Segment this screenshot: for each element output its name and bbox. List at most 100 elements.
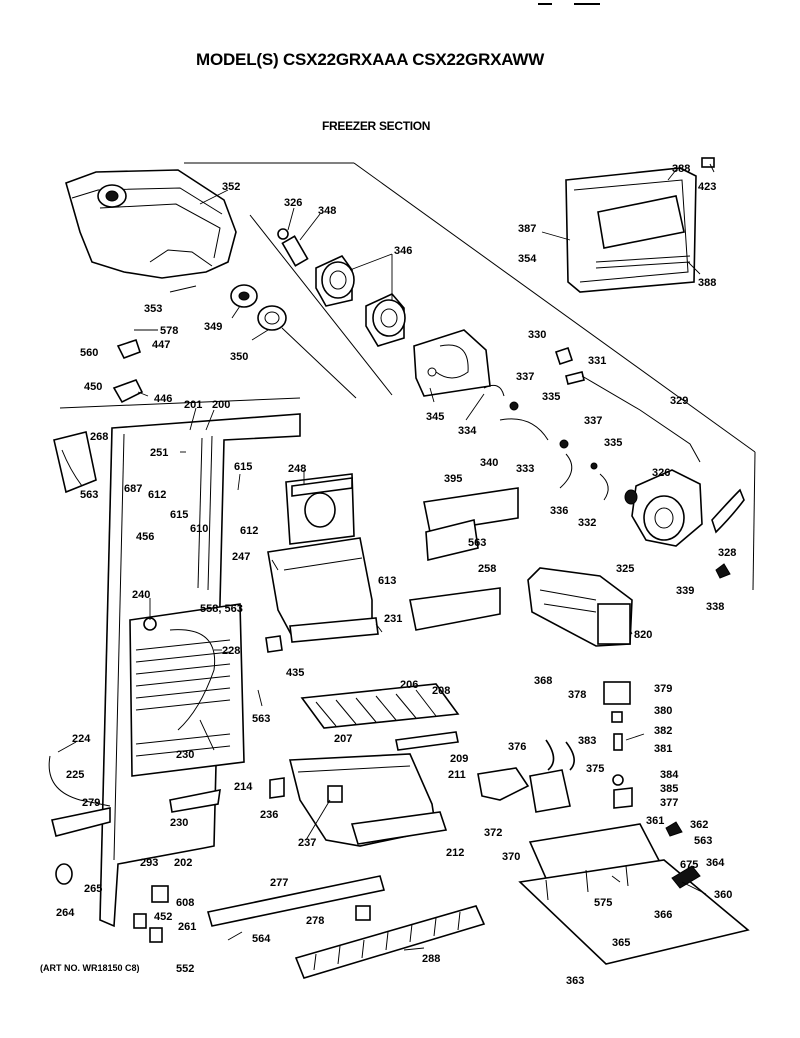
callout-330: 330 bbox=[528, 329, 546, 341]
ice-bucket-part bbox=[65, 169, 237, 279]
callout-379: 379 bbox=[654, 683, 672, 695]
callout-206: 206 bbox=[400, 679, 418, 691]
wire-shelf-part bbox=[300, 683, 460, 751]
callout-212: 212 bbox=[446, 847, 464, 859]
callout-395: 395 bbox=[444, 473, 462, 485]
callout-564: 564 bbox=[252, 933, 271, 945]
callout-225: 225 bbox=[66, 769, 84, 781]
callout-552: 552 bbox=[176, 963, 194, 975]
callout-456: 456 bbox=[136, 531, 154, 543]
callout-423: 423 bbox=[698, 181, 716, 193]
callout-207: 207 bbox=[334, 733, 352, 745]
callout-675: 675 bbox=[680, 859, 698, 871]
callout-331: 331 bbox=[588, 355, 606, 367]
cover-and-relay-part bbox=[477, 767, 571, 813]
callout-337: 337 bbox=[516, 371, 534, 383]
callout-387: 387 bbox=[518, 223, 536, 235]
callout-612a: 612 bbox=[148, 489, 166, 501]
callout-446: 446 bbox=[154, 393, 172, 405]
callout-264: 264 bbox=[56, 907, 75, 919]
evaporator-part bbox=[129, 603, 245, 813]
dispenser-door-part bbox=[565, 157, 715, 293]
callout-337b: 337 bbox=[584, 415, 602, 427]
callout-382: 382 bbox=[654, 725, 672, 737]
callout-563a: 563 bbox=[80, 489, 98, 501]
callout-563b: 563 bbox=[468, 537, 486, 549]
callout-608: 608 bbox=[176, 897, 194, 909]
callout-447: 447 bbox=[152, 339, 170, 351]
callout-236: 236 bbox=[260, 809, 278, 821]
solenoid-linkage-part bbox=[483, 346, 701, 501]
art-number: (ART NO. WR18150 C8) bbox=[40, 963, 140, 973]
auger-assembly-part bbox=[230, 228, 406, 399]
callout-329: 329 bbox=[670, 395, 688, 407]
callout-345: 345 bbox=[426, 411, 444, 423]
drip-tray-part bbox=[409, 587, 501, 631]
callout-575: 575 bbox=[594, 897, 612, 909]
callout-372: 372 bbox=[484, 827, 502, 839]
callout-384: 384 bbox=[660, 769, 679, 781]
callout-346: 346 bbox=[394, 245, 412, 257]
callout-214: 214 bbox=[234, 781, 253, 793]
callout-228: 228 bbox=[222, 645, 240, 657]
callout-360: 360 bbox=[714, 889, 732, 901]
callout-563d: 563 bbox=[694, 835, 712, 847]
callout-615a: 615 bbox=[234, 461, 252, 473]
callout-378: 378 bbox=[568, 689, 586, 701]
callout-615b: 615 bbox=[170, 509, 188, 521]
callout-376: 376 bbox=[508, 741, 526, 753]
callout-352: 352 bbox=[222, 181, 240, 193]
control-board-part bbox=[423, 487, 519, 561]
callout-326: 326 bbox=[284, 197, 302, 209]
callout-230b: 230 bbox=[170, 817, 188, 829]
callout-340: 340 bbox=[480, 457, 498, 469]
callout-361: 361 bbox=[646, 815, 664, 827]
callout-336: 336 bbox=[550, 505, 568, 517]
callout-265: 265 bbox=[84, 883, 102, 895]
callout-338: 338 bbox=[706, 601, 724, 613]
freezer-basket-part bbox=[288, 753, 448, 847]
callout-380: 380 bbox=[654, 705, 672, 717]
fan-shroud-part bbox=[267, 473, 379, 643]
section-boundary-lines bbox=[59, 162, 756, 591]
ice-maker-part bbox=[527, 567, 633, 647]
callout-335: 335 bbox=[542, 391, 560, 403]
callout-208: 208 bbox=[432, 685, 450, 697]
callout-335b: 335 bbox=[604, 437, 622, 449]
callout-279: 279 bbox=[82, 797, 100, 809]
callout-325: 325 bbox=[616, 563, 634, 575]
callout-labels: 352 326 348 346 388 423 387 354 388 353 … bbox=[56, 163, 736, 987]
callout-211: 211 bbox=[448, 769, 466, 781]
callout-339: 339 bbox=[676, 585, 694, 597]
callout-350: 350 bbox=[230, 351, 248, 363]
callout-326b: 326 bbox=[652, 467, 670, 479]
callout-820: 820 bbox=[634, 629, 652, 641]
callout-268: 268 bbox=[90, 431, 108, 443]
left-misc-parts bbox=[48, 338, 285, 943]
callout-388b: 388 bbox=[698, 277, 716, 289]
motor-cover-part bbox=[413, 329, 491, 397]
callout-613: 613 bbox=[378, 575, 396, 587]
callout-560: 560 bbox=[80, 347, 98, 359]
callout-240: 240 bbox=[132, 589, 150, 601]
callout-365: 365 bbox=[612, 937, 630, 949]
callout-224: 224 bbox=[72, 733, 91, 745]
callout-334: 334 bbox=[458, 425, 477, 437]
callout-364: 364 bbox=[706, 857, 725, 869]
callout-251: 251 bbox=[150, 447, 168, 459]
callout-383: 383 bbox=[578, 735, 596, 747]
callout-578: 578 bbox=[160, 325, 178, 337]
valve-parts bbox=[545, 681, 701, 889]
callout-277: 277 bbox=[270, 877, 288, 889]
callout-247: 247 bbox=[232, 551, 250, 563]
callout-231: 231 bbox=[384, 613, 402, 625]
callout-452: 452 bbox=[154, 911, 172, 923]
callout-610: 610 bbox=[190, 523, 208, 535]
callout-354: 354 bbox=[518, 253, 537, 265]
auger-motor-part bbox=[624, 469, 745, 579]
callout-363: 363 bbox=[566, 975, 584, 987]
callout-201: 201 bbox=[184, 399, 202, 411]
callout-278: 278 bbox=[306, 915, 324, 927]
callout-348: 348 bbox=[318, 205, 336, 217]
